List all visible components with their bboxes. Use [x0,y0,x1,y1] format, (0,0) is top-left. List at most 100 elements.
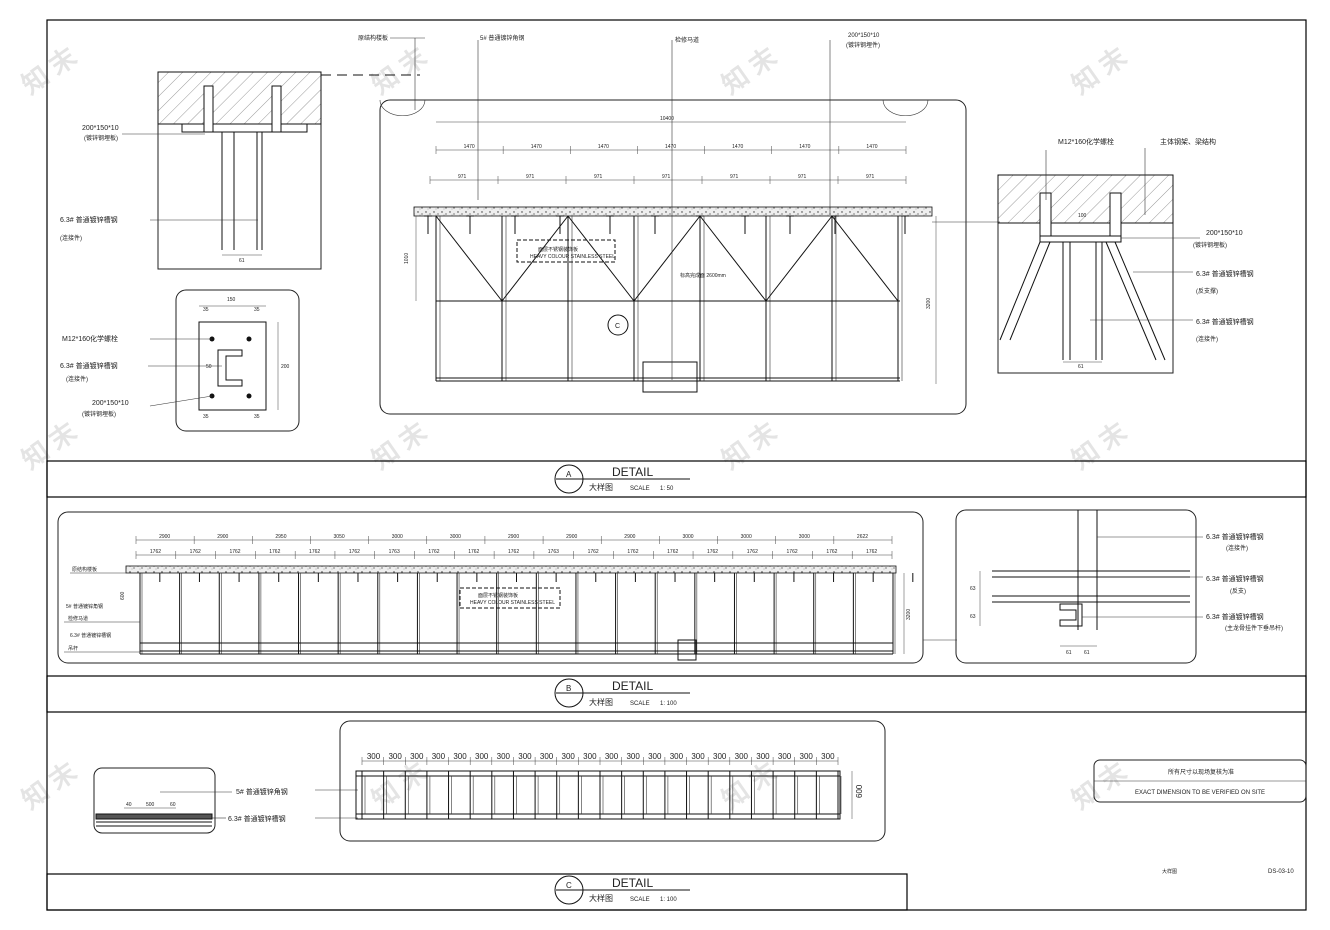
watermark: 知 末 [716,41,783,100]
detail-b-title: B DETAIL 大样图 SCALE 1: 100 [46,675,1307,713]
concrete-slab [157,71,322,125]
callout-angle: 5# 普通镀锌角钢 [480,34,524,42]
dim-label: 61 [1084,650,1090,656]
span-dim-label: 300 [756,752,770,761]
callout-bolt: M12*160化学螺栓 [1058,137,1114,146]
bolt-hole [246,336,252,342]
truss-diagonal [699,215,767,302]
span-dim-label: 1470 [665,144,676,150]
span-dim-label: 300 [691,752,705,761]
truss-diagonal [567,215,635,302]
brace-line [1009,241,1051,341]
c-section-frame [93,767,216,834]
dim-label: 63 [970,586,976,592]
frame-notch [882,99,929,117]
section-mark-c[interactable] [607,314,629,336]
span-dim-label: 2900 [508,534,519,540]
brace-line [1114,241,1166,361]
span-dim-label: 1470 [866,144,877,150]
b-callout: 6.3# 普通镀锌槽钢 [1206,612,1264,621]
span-dim-label: 2622 [857,534,868,540]
b-label: 吊杆 [68,645,78,652]
detail-subtitle: 大样图 [589,482,613,492]
brace-line [1105,241,1157,361]
scale-word: SCALE [630,701,650,707]
dim-label: 61 [1078,364,1084,370]
callout-plate-sub: (镀锌钢埋板) [82,410,116,418]
watermark: 知 末 [366,41,433,100]
frame-notch [379,99,426,117]
dim-total: 10400 [660,116,674,122]
span-dim-label: 2900 [566,534,577,540]
watermark: 知 末 [1066,41,1133,100]
dim-label: 150 [227,297,236,303]
watermark: 知 末 [16,756,83,815]
span-dim-label: 300 [648,752,662,761]
span-dim-label: 300 [605,752,619,761]
dim-label: 40 [126,802,132,808]
c-plan-frame [339,720,886,842]
span-dim-label: 1762 [508,549,519,555]
dim-label: 61 [239,258,245,264]
walkway-box [642,361,698,393]
detail-a-plan-view: 150 35 35 35 35 200 50 M12*160化学螺栓 6.3# … [60,289,300,432]
callout-channel: 6.3# 普通镀锌槽钢 [1196,317,1254,326]
span-dim-label: 971 [798,174,807,180]
span-dim-label: 1470 [531,144,542,150]
watermark: 知 末 [716,416,783,475]
span-dim-label: 971 [526,174,535,180]
span-dim-label: 3000 [682,534,693,540]
channel-section [217,349,243,387]
span-dim-label: 300 [562,752,576,761]
b-elevation-frame [57,511,924,664]
callout-plate: 200*150*10 [92,400,129,407]
detail-title: DETAIL [612,679,653,693]
span-dim-label: 1762 [309,549,320,555]
b-note-box [459,587,561,609]
title-bar [46,675,1307,713]
span-dim-label: 1763 [389,549,400,555]
dim-label: 3200 [906,609,912,620]
embed-plate [181,123,308,133]
dim-label: 63 [970,614,976,620]
watermark: 知 末 [366,756,433,815]
drawing-name: 大样图 [1162,868,1177,875]
plan-frame [175,289,300,432]
b-callout-sub: (连接件) [1226,544,1248,552]
b-callout: 6.3# 普通镀锌槽钢 [1206,532,1264,541]
span-dim-label: 2900 [624,534,635,540]
scale-value: 1: 50 [660,486,674,492]
c-callout: 5# 普通镀锌角钢 [236,787,288,796]
span-dim-label: 971 [730,174,739,180]
callout-plate-sub: (镀锌钢埋件) [846,41,880,49]
span-dim-label: 3000 [392,534,403,540]
span-dim-label: 1762 [627,549,638,555]
dim-label: 600 [120,591,126,600]
note-box [516,239,616,263]
span-dim-label: 971 [594,174,603,180]
span-dim-label: 300 [475,752,489,761]
b-callout-sub: (主龙骨挂件下垂吊杆) [1225,624,1283,632]
detail-a-left-section: 61 200*150*10 (镀锌钢埋板) 6.3# 普通镀锌槽钢 (连接件) [60,71,420,270]
span-dim-label: 300 [540,752,554,761]
watermark: 知 末 [16,41,83,100]
span-dim-label: 3000 [741,534,752,540]
span-dim-label: 971 [458,174,467,180]
callout-channel-sub: (连接件) [66,375,88,383]
b-label: 检修马道 [68,615,88,622]
note-cn: 所有尺寸以现场复核为准 [1168,768,1234,776]
span-dim-label: 1763 [548,549,559,555]
span-dim-label: 2900 [159,534,170,540]
span-dim-label: 1762 [866,549,877,555]
c-callout: 6.3# 普通镀锌槽钢 [228,814,286,823]
title-bar [46,460,1307,498]
title-bar [46,873,908,911]
dim-label: 500 [146,802,155,808]
dim-label: 35 [254,414,260,420]
span-dim-label: 1470 [799,144,810,150]
